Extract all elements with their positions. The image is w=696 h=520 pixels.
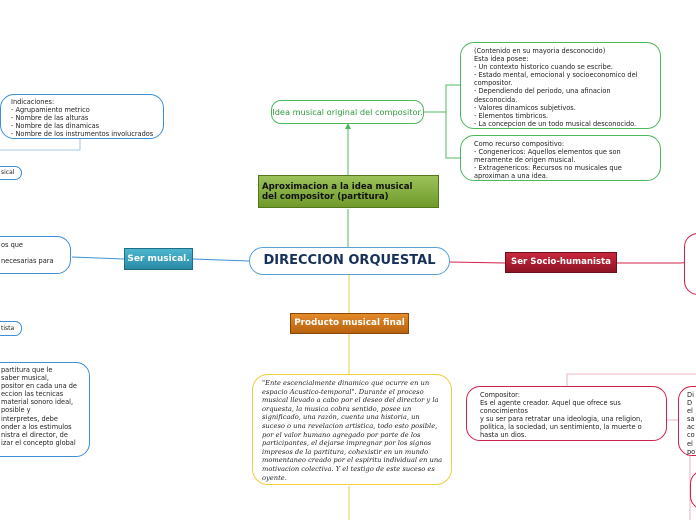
left-partial-note[interactable]: os que necesarias para	[0, 236, 71, 274]
socio-humanista-node[interactable]: Ser Socio-humanista	[505, 252, 617, 273]
indicaciones-text: Indicaciones: - Agrupamiento metrico - N…	[11, 98, 154, 139]
producto-final-note[interactable]: "Ente escencialmente dinamico que ocurre…	[252, 374, 452, 485]
compositor-text: Compositor: Es el agente creador. Aquel …	[480, 391, 643, 440]
compositional-resource-note[interactable]: Como recurso compositivo: - Congenericos…	[460, 135, 661, 181]
compositional-resource-text: Como recurso compositivo: - Congenericos…	[474, 140, 622, 181]
indicaciones-note[interactable]: Indicaciones: - Agrupamiento metrico - N…	[0, 94, 164, 139]
producto-final-text: "Ente escencialmente dinamico que ocurre…	[262, 379, 443, 482]
idea-details-text: (Contenido en su mayoria desconocido) Es…	[474, 47, 638, 128]
compositor-note[interactable]: Compositor: Es el agente creador. Aquel …	[466, 386, 667, 441]
right-partial-text: Di D el sa ac co el po	[687, 391, 696, 456]
left-partial-text: os que necesarias para	[1, 241, 54, 266]
left-small-note-1-text: sical	[1, 169, 15, 176]
left-small-note-2-text: tista	[1, 325, 15, 332]
approximation-node[interactable]: Aproximacion a la idea musical del compo…	[258, 175, 439, 208]
producto-final-node[interactable]: Producto musical final	[290, 313, 409, 334]
right-edge-note[interactable]	[684, 233, 696, 295]
idea-musical-node[interactable]: Idea musical original del compositor.	[271, 100, 424, 124]
right-partial-note[interactable]: Di D el sa ac co el po	[678, 386, 696, 456]
central-topic[interactable]: DIRECCION ORQUESTAL	[249, 247, 450, 275]
left-small-note-1[interactable]: sical	[0, 166, 22, 180]
left-small-note-2[interactable]: tista	[0, 321, 22, 336]
ser-musical-node[interactable]: Ser musical.	[124, 248, 193, 270]
left-partitura-text: partitura que le saber musical, positor …	[1, 366, 77, 447]
idea-details-note[interactable]: (Contenido en su mayoria desconocido) Es…	[460, 42, 661, 129]
left-partitura-note[interactable]: partitura que le saber musical, positor …	[0, 362, 90, 457]
